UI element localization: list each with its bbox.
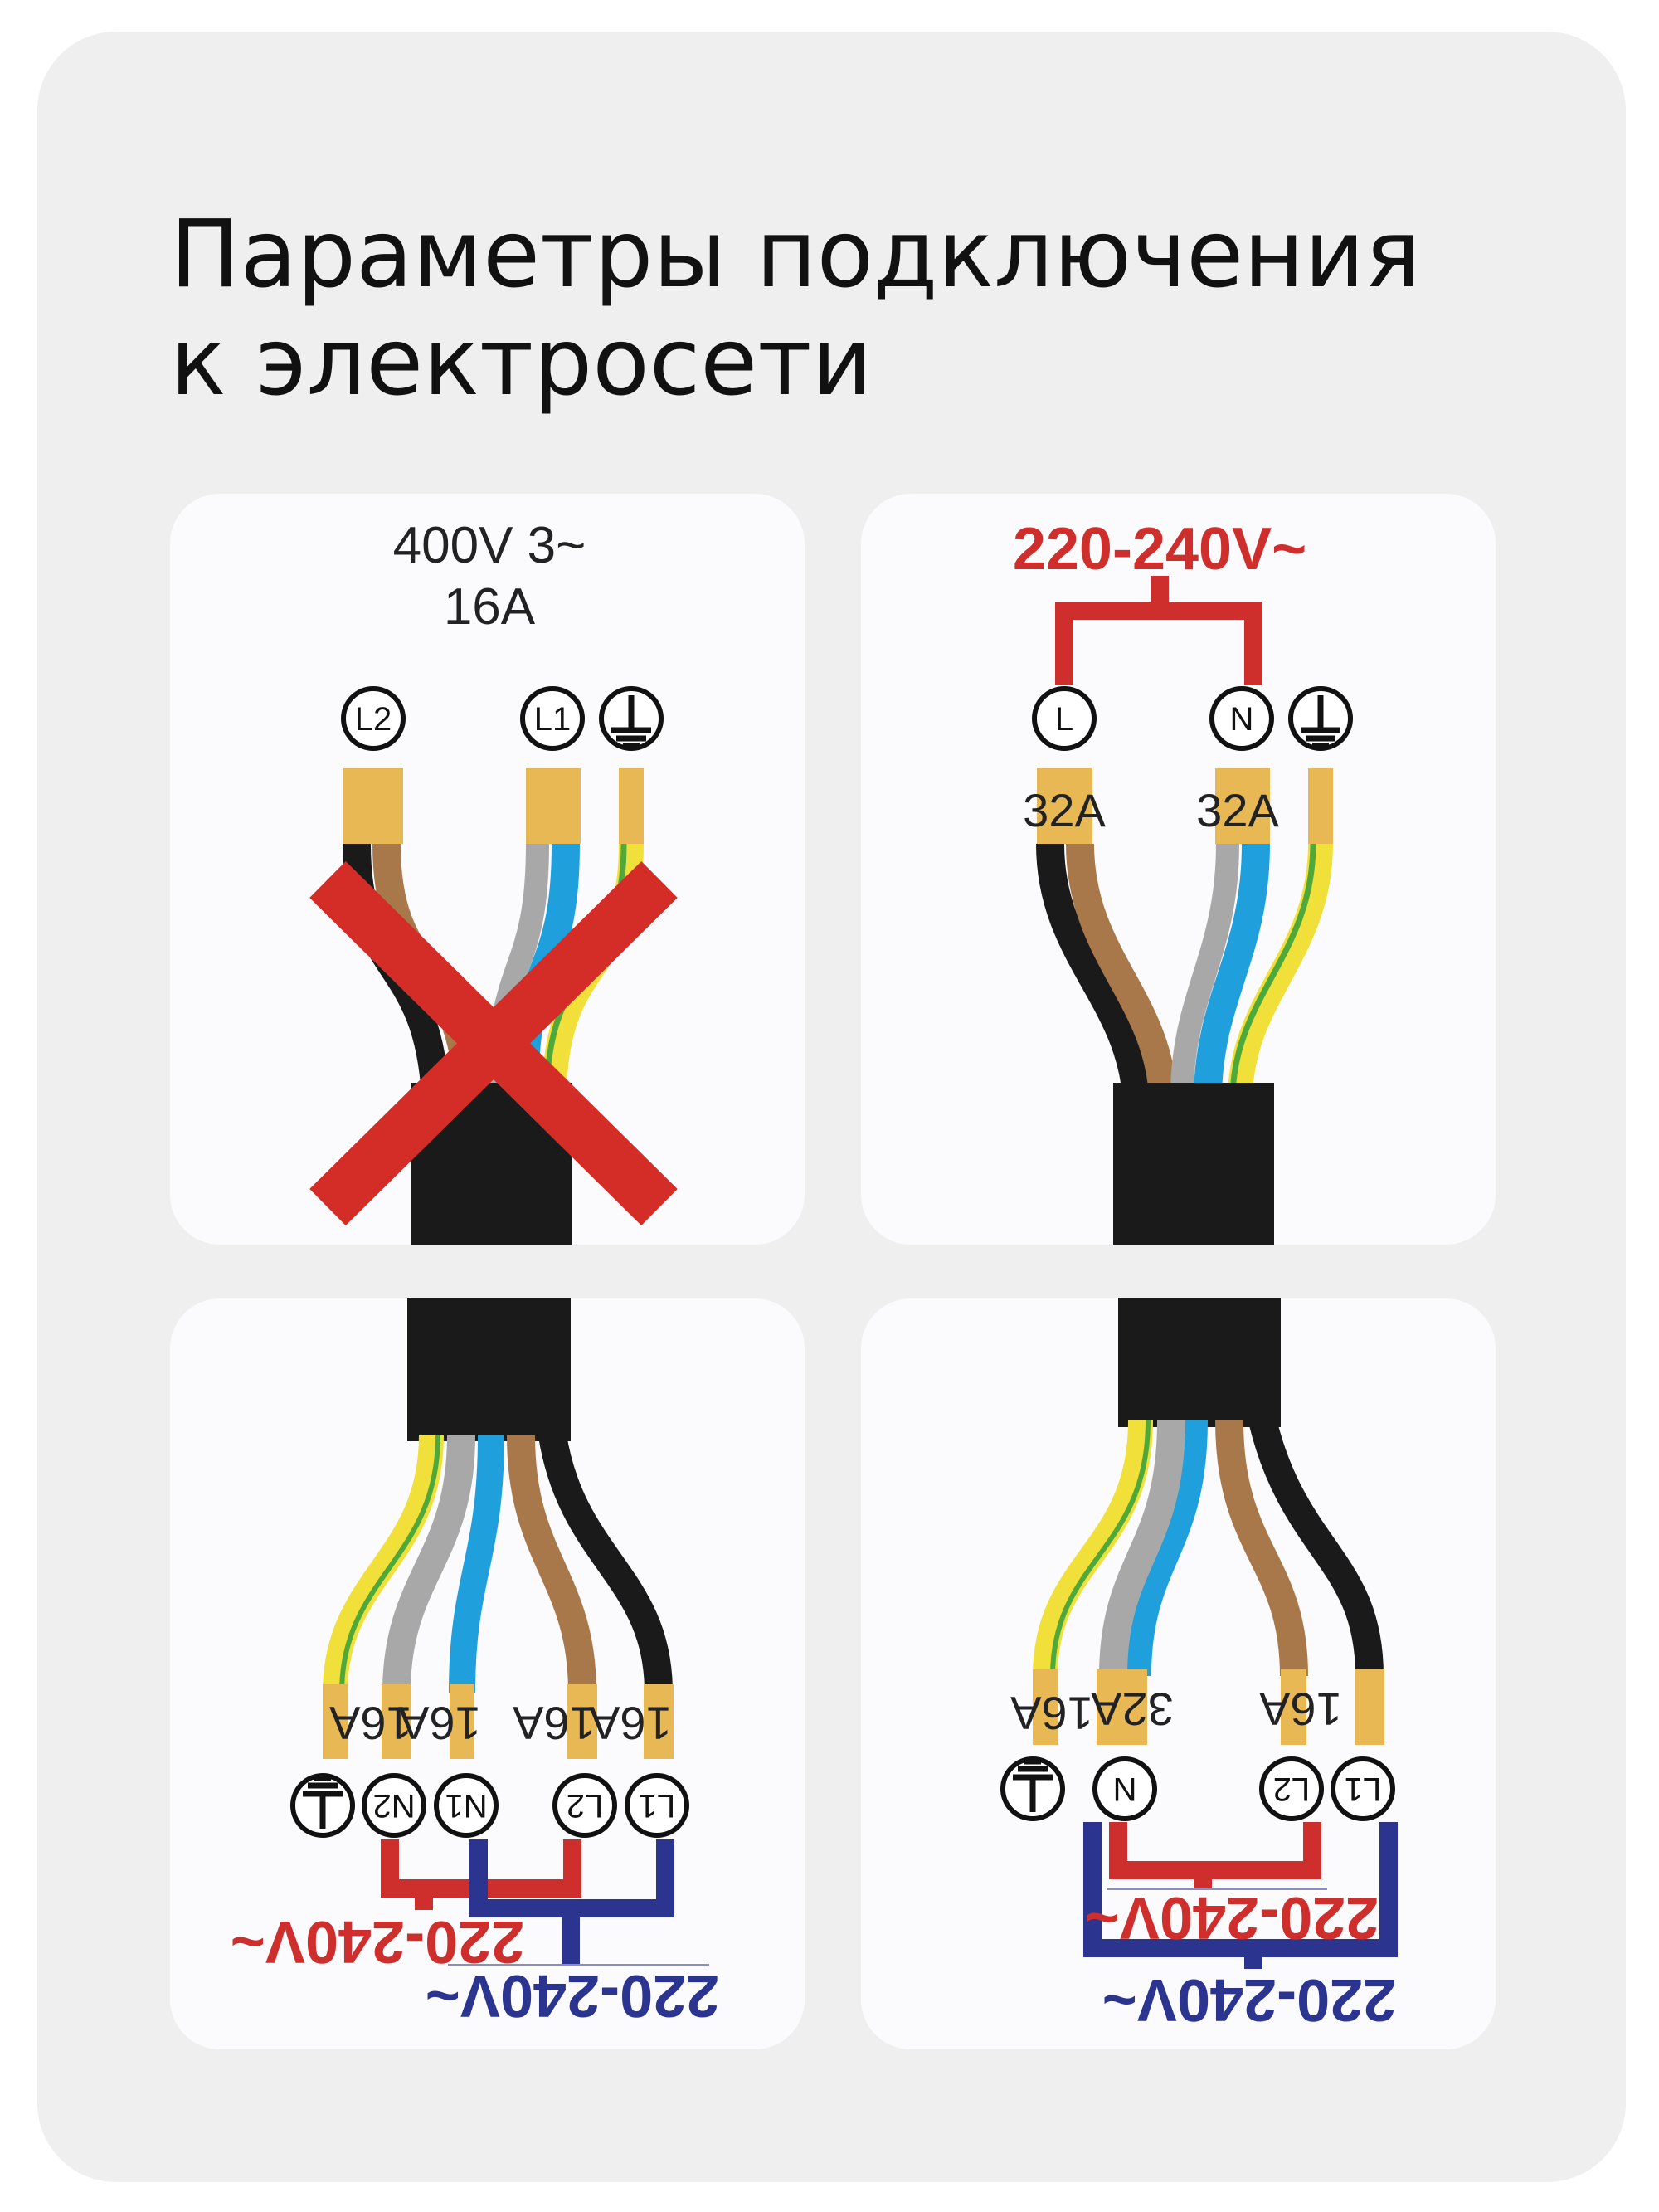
wire-tip: [526, 768, 581, 844]
current-label: 16A: [513, 1698, 596, 1750]
svg-text:N: N: [1230, 701, 1254, 738]
voltage-label: 400V 3~: [393, 517, 586, 574]
cable-sheath: [1113, 1083, 1274, 1245]
wire-tip: [1037, 768, 1092, 844]
earth-icon: [1000, 1756, 1065, 1821]
terminal-l1: L1: [625, 1773, 689, 1838]
current-label: 32A: [1023, 784, 1106, 836]
current-label: 16A: [329, 1698, 412, 1750]
cable-sheath: [1118, 1298, 1281, 1427]
wire-tip: [382, 1684, 411, 1759]
current-label: 16A: [444, 578, 536, 636]
wire-tip: [323, 1684, 348, 1759]
three-phase-diagram: 400V 3~ 16A L2 L1: [309, 517, 678, 1245]
title-line-2: к электросети: [170, 309, 872, 417]
current-label: 16A: [398, 1698, 481, 1750]
wire-tip: [619, 768, 644, 844]
terminal-n1: N1: [434, 1773, 499, 1838]
wire-tip: [1097, 1669, 1147, 1745]
wires: [1033, 1417, 1384, 1677]
bracket-blue: [469, 1839, 674, 1964]
wire-tip: [567, 1684, 597, 1759]
terminal-l2: L2: [1259, 1756, 1324, 1821]
bracket-red: [1055, 576, 1262, 685]
terminal-l1: L1: [520, 686, 585, 751]
terminal-l2: L2: [552, 1773, 617, 1838]
cable-sheath: [407, 1298, 571, 1441]
wire-tip: [1355, 1669, 1384, 1745]
voltage-label: 220-240V~: [1013, 516, 1306, 582]
cross-icon: [309, 860, 678, 1226]
wires: [323, 1433, 673, 1693]
wire-tip: [1033, 1669, 1058, 1745]
wire-tip: [644, 1684, 674, 1759]
voltage-label-red: 220-240V~: [1085, 1884, 1379, 1951]
wire-tip: [343, 768, 403, 844]
wire-tip: [1281, 1669, 1306, 1745]
current-label: 32A: [1196, 784, 1279, 836]
bracket-blue: [1083, 1822, 1398, 1969]
two-phase-two-neutral-diagram: 16A 16A 16A 16A N2 N1 L2 L1 220-240V~ 22…: [231, 1298, 719, 2029]
panel-two-phase-two-neutral: [170, 1298, 805, 2049]
wire-tip: [1308, 768, 1333, 844]
voltage-label-blue: 220-240V~: [426, 1962, 719, 2029]
svg-text:L: L: [1055, 701, 1073, 738]
svg-text:L1: L1: [534, 701, 572, 738]
terminal-l: L: [1032, 686, 1097, 751]
two-phase-one-neutral-diagram: 16A 32A 16A N L2 L1 220-240V~ 220-240V~: [1000, 1298, 1398, 2033]
voltage-label-red: 220-240V~: [231, 1908, 524, 1975]
terminal-n2: N2: [362, 1773, 426, 1838]
wire-tip: [450, 1684, 474, 1759]
wires: [1036, 843, 1333, 1097]
svg-text:L2: L2: [355, 701, 392, 738]
svg-text:N2: N2: [372, 1787, 415, 1824]
bracket-red: [1109, 1822, 1321, 1888]
terminal-n: N: [1092, 1756, 1157, 1821]
svg-text:L1: L1: [639, 1787, 676, 1824]
current-label: 16A: [589, 1698, 672, 1750]
svg-text:N1: N1: [445, 1787, 487, 1824]
panel-single-phase: [861, 494, 1496, 1245]
terminal-n: N: [1209, 686, 1274, 751]
earth-icon: [290, 1773, 355, 1838]
title-line-1: Параметры подключения: [170, 201, 1421, 309]
panel-two-phase-one-neutral: [861, 1298, 1496, 2049]
current-label: 16A: [1259, 1683, 1342, 1736]
svg-text:L2: L2: [567, 1787, 604, 1824]
svg-text:L1: L1: [1345, 1771, 1382, 1807]
current-label: 16A: [1010, 1688, 1093, 1740]
terminal-l1: L1: [1331, 1756, 1395, 1821]
svg-text:L2: L2: [1273, 1771, 1311, 1807]
svg-text:N: N: [1113, 1771, 1137, 1807]
earth-icon: [599, 686, 664, 751]
panel-three-phase: [170, 494, 805, 1245]
wire-tip: [1215, 768, 1270, 844]
voltage-label-blue: 220-240V~: [1102, 1966, 1396, 2033]
earth-icon: [1288, 686, 1353, 751]
terminal-l2: L2: [341, 686, 406, 751]
current-label: 32A: [1091, 1683, 1174, 1736]
single-phase-diagram: 220-240V~ L N 32A 32A: [1013, 516, 1353, 1245]
